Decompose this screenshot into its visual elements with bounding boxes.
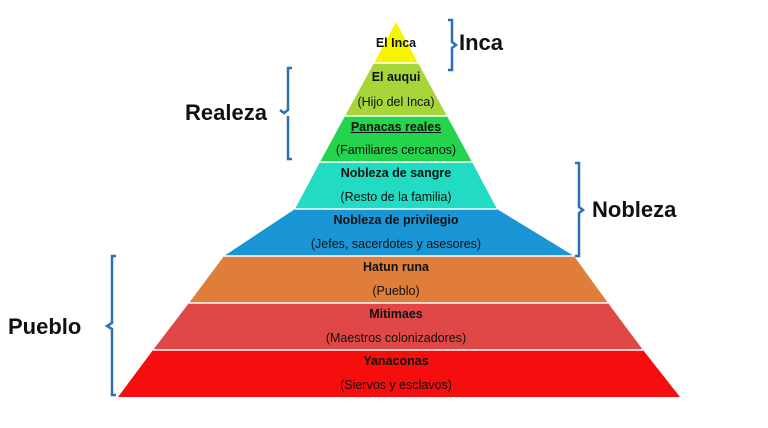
layer-el-auqui [345, 63, 447, 116]
layer-nobleza-sangre [295, 162, 497, 209]
layer-subtitle: (Siervos y esclavos) [340, 378, 452, 392]
group-label-realeza: Realeza [185, 100, 267, 125]
layer-subtitle: (Maestros colonizadores) [325, 331, 467, 345]
layer-title: Hatun runa [363, 260, 429, 274]
group-label-pueblo: Pueblo [8, 314, 82, 339]
bracket-nobleza [575, 161, 586, 258]
group-label-nobleza: Nobleza [592, 197, 677, 222]
layer-title: Nobleza de privilegio [333, 213, 459, 227]
layer-subtitle: (Hijo del Inca) [357, 95, 435, 109]
layer-panacas-reales [320, 116, 472, 162]
layer-title: El Inca [375, 36, 417, 50]
layer-yanaconas [118, 350, 680, 397]
layer-title: Nobleza de sangre [340, 166, 452, 180]
bracket-inca [448, 18, 459, 72]
layer-el-inca [374, 22, 418, 63]
bracket-pueblo [104, 254, 116, 397]
layer-subtitle: (Familiares cercanos) [335, 143, 457, 157]
layer-subtitle: (Pueblo) [372, 284, 420, 298]
layer-title: El auqui [371, 70, 421, 84]
layer-nobleza-privilegio [224, 209, 574, 256]
layer-mitimaes [153, 303, 643, 350]
layer-hatun-runa [189, 256, 608, 303]
bracket-realeza [279, 66, 292, 161]
layer-title: Panacas reales [350, 120, 442, 134]
layer-subtitle: (Jefes, sacerdotes y asesores) [310, 237, 482, 251]
layer-title: Mitimaes [369, 307, 423, 321]
layer-title: Yanaconas [363, 354, 429, 368]
layer-subtitle: (Resto de la familia) [340, 190, 452, 204]
group-label-inca: Inca [459, 30, 504, 55]
